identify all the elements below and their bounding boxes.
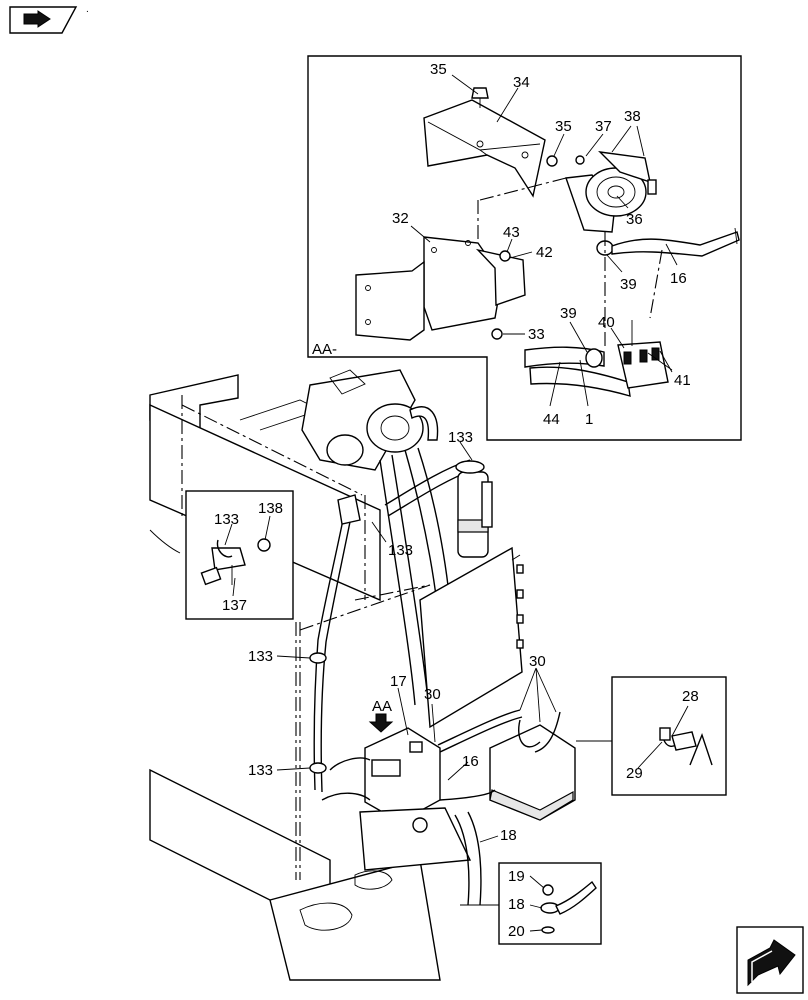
callout-17: 17 <box>390 673 407 690</box>
callout-42: 42 <box>536 244 553 261</box>
callout-137: 137 <box>222 597 247 614</box>
cable-16 <box>596 227 740 257</box>
detail-aa-frame <box>307 55 742 441</box>
callout-16: 16 <box>462 753 479 770</box>
callout-41: 41 <box>674 372 691 389</box>
module-17 <box>359 727 472 871</box>
callout-133: 133 <box>248 762 273 779</box>
callout-33: 33 <box>528 326 545 343</box>
open-book-arrow-icon[interactable] <box>9 6 78 34</box>
callout-18: 18 <box>500 827 517 844</box>
callout-34: 34 <box>513 74 530 91</box>
callout-39: 39 <box>560 305 577 322</box>
compressor-main <box>301 369 439 471</box>
callout-133: 133 <box>248 648 273 665</box>
nut-43 <box>499 250 511 262</box>
callout-16: 16 <box>670 270 687 287</box>
callout-30: 30 <box>424 686 441 703</box>
battery-30 <box>489 711 576 821</box>
callout-43: 43 <box>503 224 520 241</box>
callout-138: 138 <box>258 500 283 517</box>
callout-35: 35 <box>555 118 572 135</box>
screw-35-right <box>546 155 558 167</box>
harness-1 <box>524 320 669 397</box>
callout-133: 133 <box>388 542 413 559</box>
callout-133: 133 <box>448 429 473 446</box>
view-reference-aa: AA- <box>312 341 337 358</box>
view-arrow-aa <box>368 713 394 733</box>
callout-28: 28 <box>682 688 699 705</box>
callout-35: 35 <box>430 61 447 78</box>
callout-44: 44 <box>543 411 560 428</box>
bolt-33 <box>491 328 503 340</box>
callout-19: 19 <box>508 868 525 885</box>
callout-30: 30 <box>529 653 546 670</box>
callout-29: 29 <box>626 765 643 782</box>
callout-18: 18 <box>508 896 525 913</box>
cover-part-34 <box>423 99 546 198</box>
callout-37: 37 <box>595 118 612 135</box>
callout-32: 32 <box>392 210 409 227</box>
receiver-drier <box>455 460 493 558</box>
bracket-part-32 <box>355 236 526 341</box>
callout-labels: 35 34 35 37 38 32 43 42 36 39 16 33 39 4… <box>214 61 699 940</box>
hose-133 <box>309 494 361 793</box>
inset-box-133 <box>185 490 294 620</box>
next-page-arrow-icon[interactable] <box>736 926 804 994</box>
compressor-clutch-36 <box>565 151 657 233</box>
view-label-aa: AA <box>372 698 392 715</box>
callout-38: 38 <box>624 108 641 125</box>
cables-30 <box>321 709 523 906</box>
centerlines <box>181 177 663 880</box>
condenser <box>419 546 524 729</box>
callout-39: 39 <box>620 276 637 293</box>
header-dot: . <box>86 4 89 15</box>
inset-box-18-19-20 <box>498 862 602 945</box>
callout-1: 1 <box>585 411 593 428</box>
callout-40: 40 <box>598 314 615 331</box>
inset-box-28-29 <box>611 676 727 796</box>
callout-20: 20 <box>508 923 525 940</box>
screw-35-top <box>471 87 489 108</box>
leader-lines <box>224 74 689 932</box>
callout-133: 133 <box>214 511 239 528</box>
callout-36: 36 <box>626 211 643 228</box>
